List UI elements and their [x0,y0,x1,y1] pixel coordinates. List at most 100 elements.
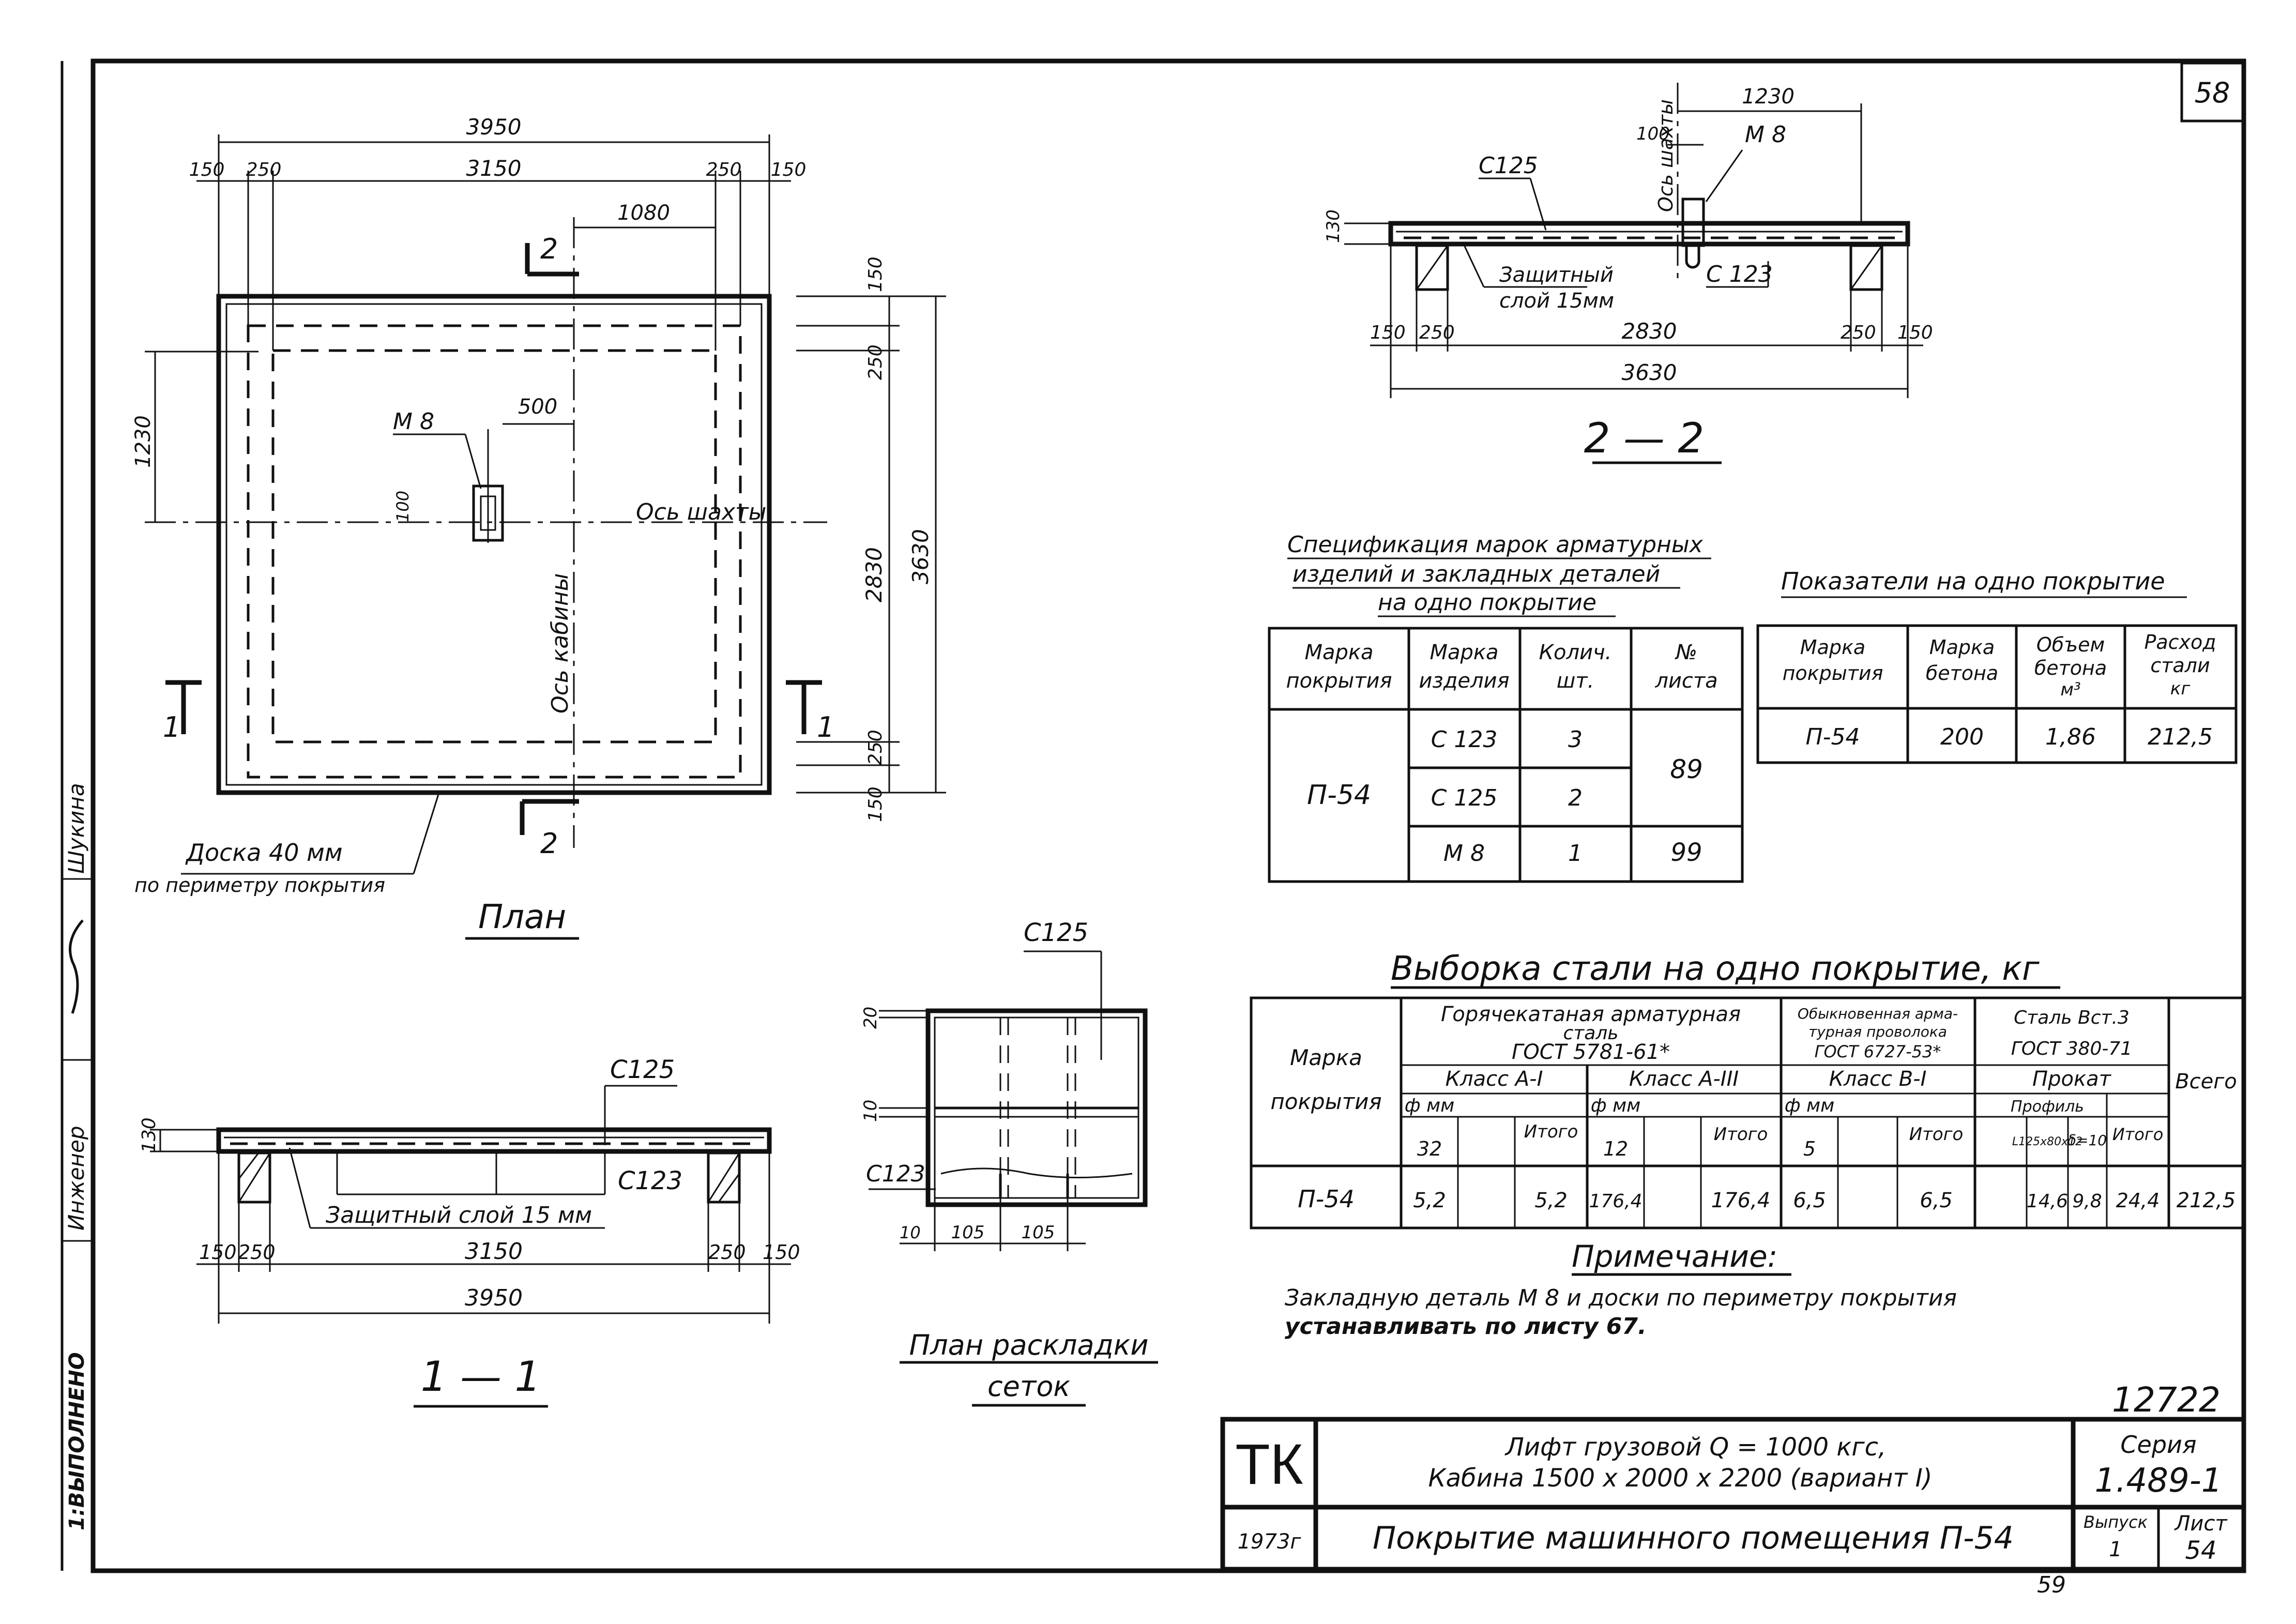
svg-text:Всего: Всего [2175,1070,2237,1094]
plan-outline-outer [216,294,772,795]
ind-mark: П-54 [1806,724,1860,750]
svg-text:Марка: Марка [1929,636,1995,659]
ind-volume: 1,86 [2045,724,2096,750]
svg-text:Итого: Итого [1524,1121,1578,1142]
plan-mesh-inner [271,349,717,743]
s11-support-left [237,1151,271,1204]
spec-title-1: Спецификация марок арматурных [1287,532,1704,558]
s11-slab [216,1127,772,1154]
svg-text:слой 15мм: слой 15мм [1499,289,1614,313]
svg-text:Итого: Итого [1714,1124,1768,1145]
svg-text:Класс А-III: Класс А-III [1629,1067,1739,1091]
plan-view: М 8 Ось шахты Ось кабины 3950 150 250 31… [131,114,946,940]
svg-text:176,4: 176,4 [1589,1191,1642,1212]
svg-text:Марка: Марка [1290,1045,1362,1070]
side-role-1: Инженер [64,1126,89,1231]
side-name-1: Шукина [64,783,89,874]
spec-sheet-89: 89 [1670,754,1703,784]
svg-text:9,8: 9,8 [2072,1191,2102,1212]
svg-text:150: 150 [865,786,886,822]
svg-text:500: 500 [518,395,557,419]
title-block: 12722 ТК 1973г Лифт грузовой Q = 1000 кг… [1220,1380,2246,1572]
svg-text:Ось шахты: Ось шахты [1654,99,1677,212]
svg-text:2: 2 [540,233,558,265]
plan-label-m8: М 8 [393,408,434,435]
org-code: ТК [1235,1433,1303,1496]
plan-dim-3630: 3630 [908,529,933,584]
s11-label-c123: С123 [618,1166,682,1195]
side-stamp-text: 1:ВЫПОЛНЕНО [65,1352,89,1530]
svg-text:Класс В-I: Класс В-I [1829,1067,1927,1091]
s22-label-c123: С 123 [1706,261,1773,287]
page-number: 58 [2195,77,2230,109]
note-title: Примечание: [1572,1239,1777,1274]
indicators-table: Показатели на одно покрытие Марка покрыт… [1756,567,2238,764]
svg-text:150: 150 [763,1241,800,1264]
svg-text:№: № [1675,641,1697,664]
svg-text:250: 250 [246,159,282,180]
svg-text:1: 1 [817,711,834,743]
svg-text:стали: стали [2150,654,2210,677]
plan-dim-3150: 3150 [466,156,522,181]
svg-text:150: 150 [1370,322,1406,343]
svg-text:Класс А-I: Класс А-I [1446,1067,1543,1091]
plan-board-label: Доска 40 мм [185,839,343,867]
svg-text:250: 250 [865,730,886,765]
s11-label-c125: С125 [610,1055,675,1084]
svg-text:Защитный: Защитный [1499,263,1614,287]
svg-text:покрытия: покрытия [1783,662,1883,685]
s22-m8 [1681,198,1705,247]
spec-row-2-qty: 2 [1568,785,1583,811]
svg-text:ГОСТ 6727-53*: ГОСТ 6727-53* [1815,1042,1941,1061]
spec-mark: П-54 [1307,780,1371,811]
s22-support-left [1415,244,1449,291]
svg-text:5,2: 5,2 [1534,1189,1568,1212]
svg-text:3150: 3150 [465,1238,523,1265]
svg-text:1230: 1230 [131,415,155,468]
svg-text:Выпуск: Выпуск [2084,1512,2148,1532]
svg-text:150: 150 [1897,322,1933,343]
svg-text:Обыкновенная арма-: Обыкновенная арма- [1798,1005,1958,1022]
svg-text:10: 10 [900,1223,921,1242]
svg-text:250: 250 [1841,322,1876,343]
plan-title: План [478,898,566,936]
s22-slab [1388,221,1910,247]
spec-table: Спецификация марок арматурных изделий и … [1268,532,1744,883]
section-1-1-title: 1 — 1 [421,1353,541,1401]
desc-line-2: Кабина 1500 x 2000 x 2200 (вариант I) [1428,1464,1933,1493]
spec-row-3-item: М 8 [1443,840,1485,867]
svg-text:турная проволока: турная проволока [1808,1023,1947,1040]
plan-mesh-outer [247,324,742,779]
svg-text:5,2: 5,2 [1413,1189,1446,1212]
svg-text:24,4: 24,4 [2116,1189,2160,1212]
plan-label-shaft-axis: Ось шахты [636,499,766,525]
svg-text:32: 32 [1417,1137,1442,1160]
svg-text:Лист: Лист [2173,1512,2228,1536]
svg-text:сталь: сталь [1563,1023,1618,1044]
mesh-title-1: План раскладки [909,1329,1148,1361]
s11-cover-label: Защитный слой 15 мм [326,1202,592,1228]
svg-text:δ=10: δ=10 [2067,1132,2107,1149]
svg-text:L125x80x12: L125x80x12 [2012,1135,2082,1148]
note-line-2: устанавливать по листу 67. [1285,1313,1647,1340]
svg-text:20: 20 [860,1007,881,1029]
svg-text:Профиль: Профиль [2011,1098,2084,1116]
s22-dim-3630: 3630 [1622,360,1677,385]
svg-text:100: 100 [393,491,413,522]
svg-text:176,4: 176,4 [1711,1189,1771,1212]
mesh-title-2: сеток [987,1370,1070,1403]
svg-text:5: 5 [1803,1137,1816,1160]
svg-text:2: 2 [540,827,558,860]
steel-table: Выборка стали на одно покрытие, кг Марка… [1250,950,2245,1230]
svg-text:кг: кг [2170,678,2191,699]
svg-text:1: 1 [163,711,180,743]
series-value: 1.489-1 [2094,1462,2222,1500]
svg-text:250: 250 [1419,322,1455,343]
mesh-layout-plan: С125 С123 20 10 10 105 105 План раскладк… [860,918,1158,1407]
svg-text:12: 12 [1603,1137,1628,1160]
svg-text:листа: листа [1654,669,1717,693]
svg-text:6,5: 6,5 [1920,1189,1953,1212]
plan-outline-board [225,303,763,786]
section-1-1: С125 С123 130 Защитный слой 15 мм 150 25… [139,1055,800,1408]
svg-text:14,6: 14,6 [2027,1191,2068,1212]
